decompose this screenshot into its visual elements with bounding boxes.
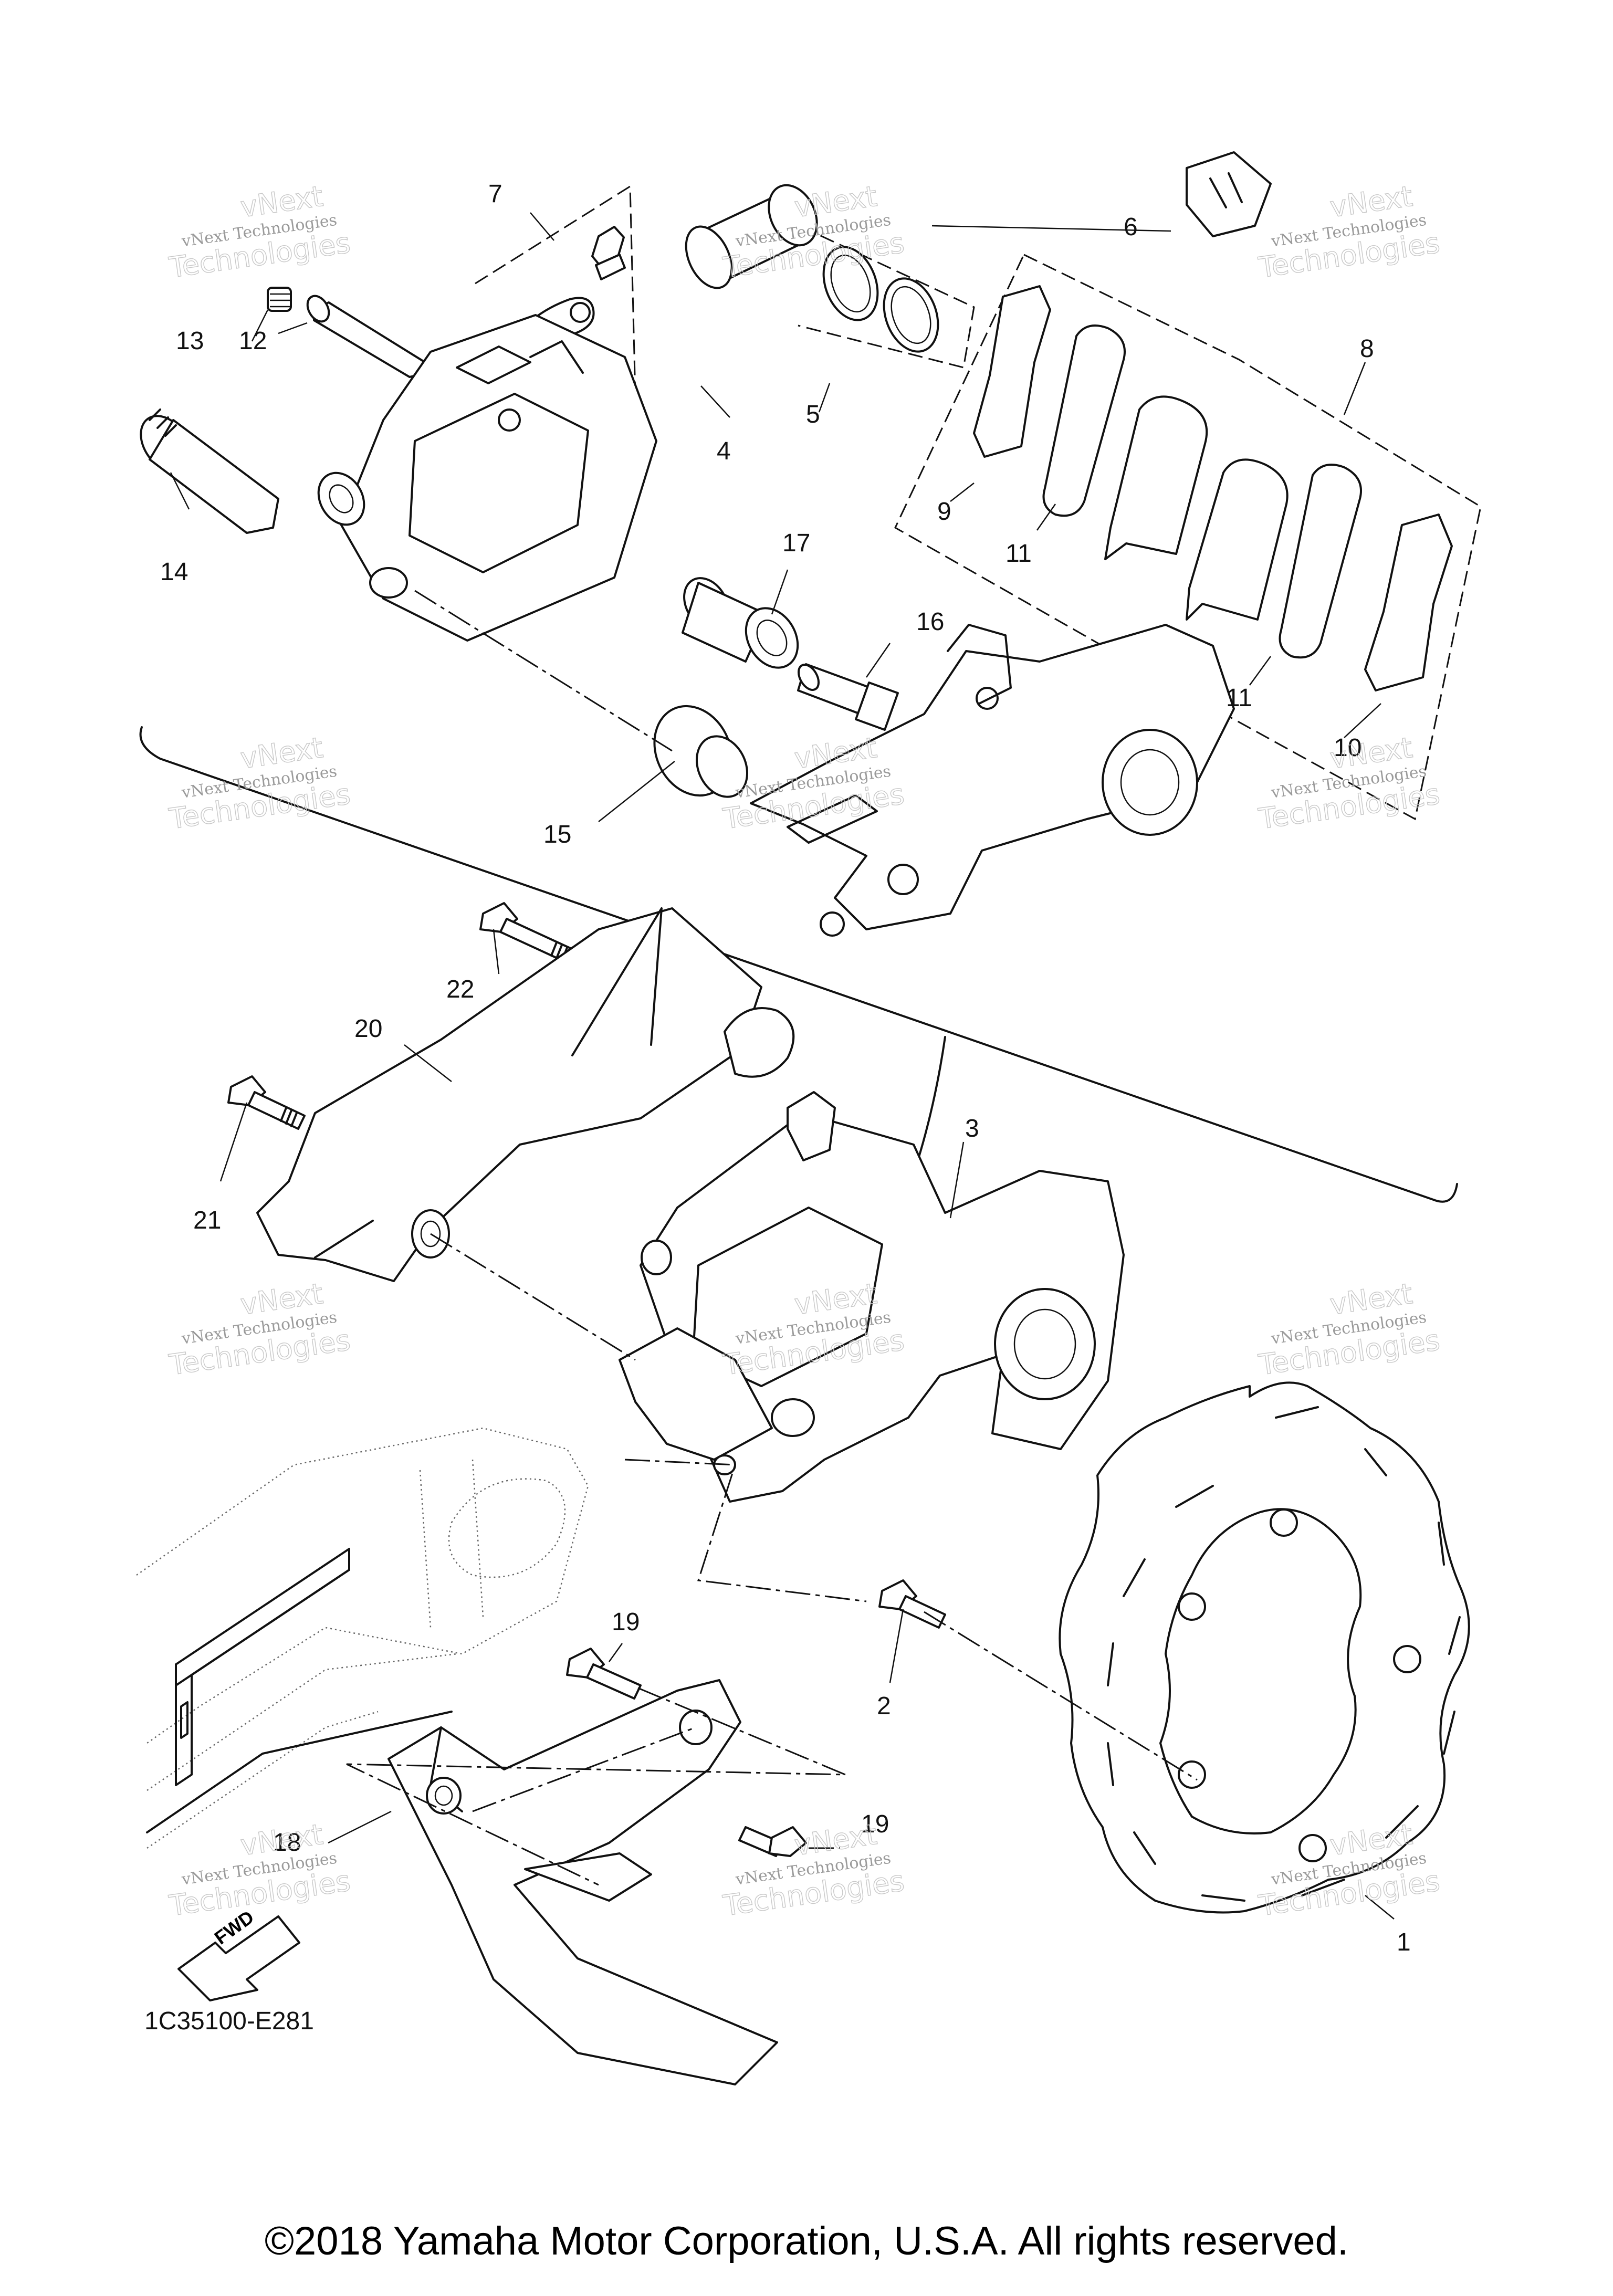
part-3-caliper-assembly	[619, 1091, 1125, 1503]
callout-11a: 11	[1005, 540, 1032, 568]
copyright-notice: ©2018 Yamaha Motor Corporation, U.S.A. A…	[265, 2219, 1348, 2263]
callout-16: 16	[916, 608, 944, 636]
callout-18: 18	[273, 1829, 301, 1857]
callout-9: 9	[937, 498, 951, 526]
group-5-outline	[782, 217, 975, 369]
callouts: 1 2 3 4 5 6 7 8 9 10 11 11 12 13 14 15 1…	[160, 180, 1411, 1956]
part-17-boot	[682, 577, 799, 669]
callout-13: 13	[176, 327, 204, 355]
callout-19b: 19	[861, 1810, 889, 1838]
part-19-bolt-upper	[566, 1648, 642, 1700]
callout-14: 14	[160, 558, 188, 586]
part-14-guide-pin	[140, 408, 279, 534]
fwd-arrow-icon: FWD	[177, 1906, 300, 2001]
watermark-3: vNext vNext Technologies Technologies	[1256, 179, 1442, 285]
callout-4: 4	[717, 437, 731, 465]
swingarm-ghost	[136, 1427, 589, 1849]
callout-1: 1	[1397, 1928, 1411, 1956]
assembly-bracket-line	[139, 726, 1458, 1203]
part-10-shim	[1364, 513, 1453, 691]
part-5-seals	[822, 246, 939, 353]
part-18-disc-guard	[387, 1679, 778, 2085]
part-4-piston	[685, 184, 818, 289]
watermark-10: vNext vNext Technologies Technologies	[166, 1817, 353, 1923]
swingarm-profile	[146, 1548, 453, 1833]
part-11-brake-pad-b	[1186, 458, 1362, 659]
part-16-pin	[797, 663, 899, 731]
part-15-boot	[653, 705, 749, 798]
part-6-pad-spring	[1186, 151, 1272, 237]
part-12-pin	[306, 295, 430, 378]
group-8-outline	[894, 253, 1482, 821]
caliper-bracket-upper	[750, 624, 1235, 937]
part-2-disc-bolt	[878, 1579, 946, 1629]
callout-20: 20	[354, 1015, 382, 1043]
callout-22: 22	[446, 976, 474, 1003]
callout-12: 12	[239, 327, 267, 355]
callout-19a: 19	[612, 1608, 640, 1636]
callout-15: 15	[543, 821, 571, 848]
watermark-1: vNext vNext Technologies Technologies	[166, 179, 353, 285]
part-13-cap	[267, 287, 292, 312]
watermark-4: vNext vNext Technologies Technologies	[166, 730, 353, 836]
part-21-bolt	[227, 1075, 306, 1130]
part-11-brake-pad-a	[1042, 324, 1208, 560]
caliper-body-upper	[317, 314, 657, 642]
part-22-bolt	[479, 902, 576, 964]
callout-17: 17	[782, 529, 810, 557]
leader-lines	[170, 212, 1395, 1920]
callout-5: 5	[806, 401, 820, 428]
part-19-bolt-lower	[738, 1826, 807, 1857]
part-1-brake-disc	[1059, 1381, 1470, 1914]
callout-7: 7	[488, 180, 502, 208]
centerlines	[346, 590, 1198, 1886]
watermark-7: vNext vNext Technologies Technologies	[166, 1276, 353, 1382]
callout-10: 10	[1334, 734, 1361, 762]
part-20-caliper-arm	[256, 907, 795, 1282]
callout-3: 3	[965, 1115, 979, 1142]
callout-8: 8	[1360, 335, 1374, 363]
watermark-9: vNext vNext Technologies Technologies	[1256, 1276, 1442, 1382]
callout-6: 6	[1124, 213, 1138, 241]
part-9-shim	[973, 285, 1051, 458]
diagram-code: 1C35100-E281	[144, 2007, 314, 2035]
callout-21: 21	[193, 1207, 221, 1234]
callout-11b: 11	[1226, 684, 1252, 712]
callout-2: 2	[877, 1692, 891, 1720]
